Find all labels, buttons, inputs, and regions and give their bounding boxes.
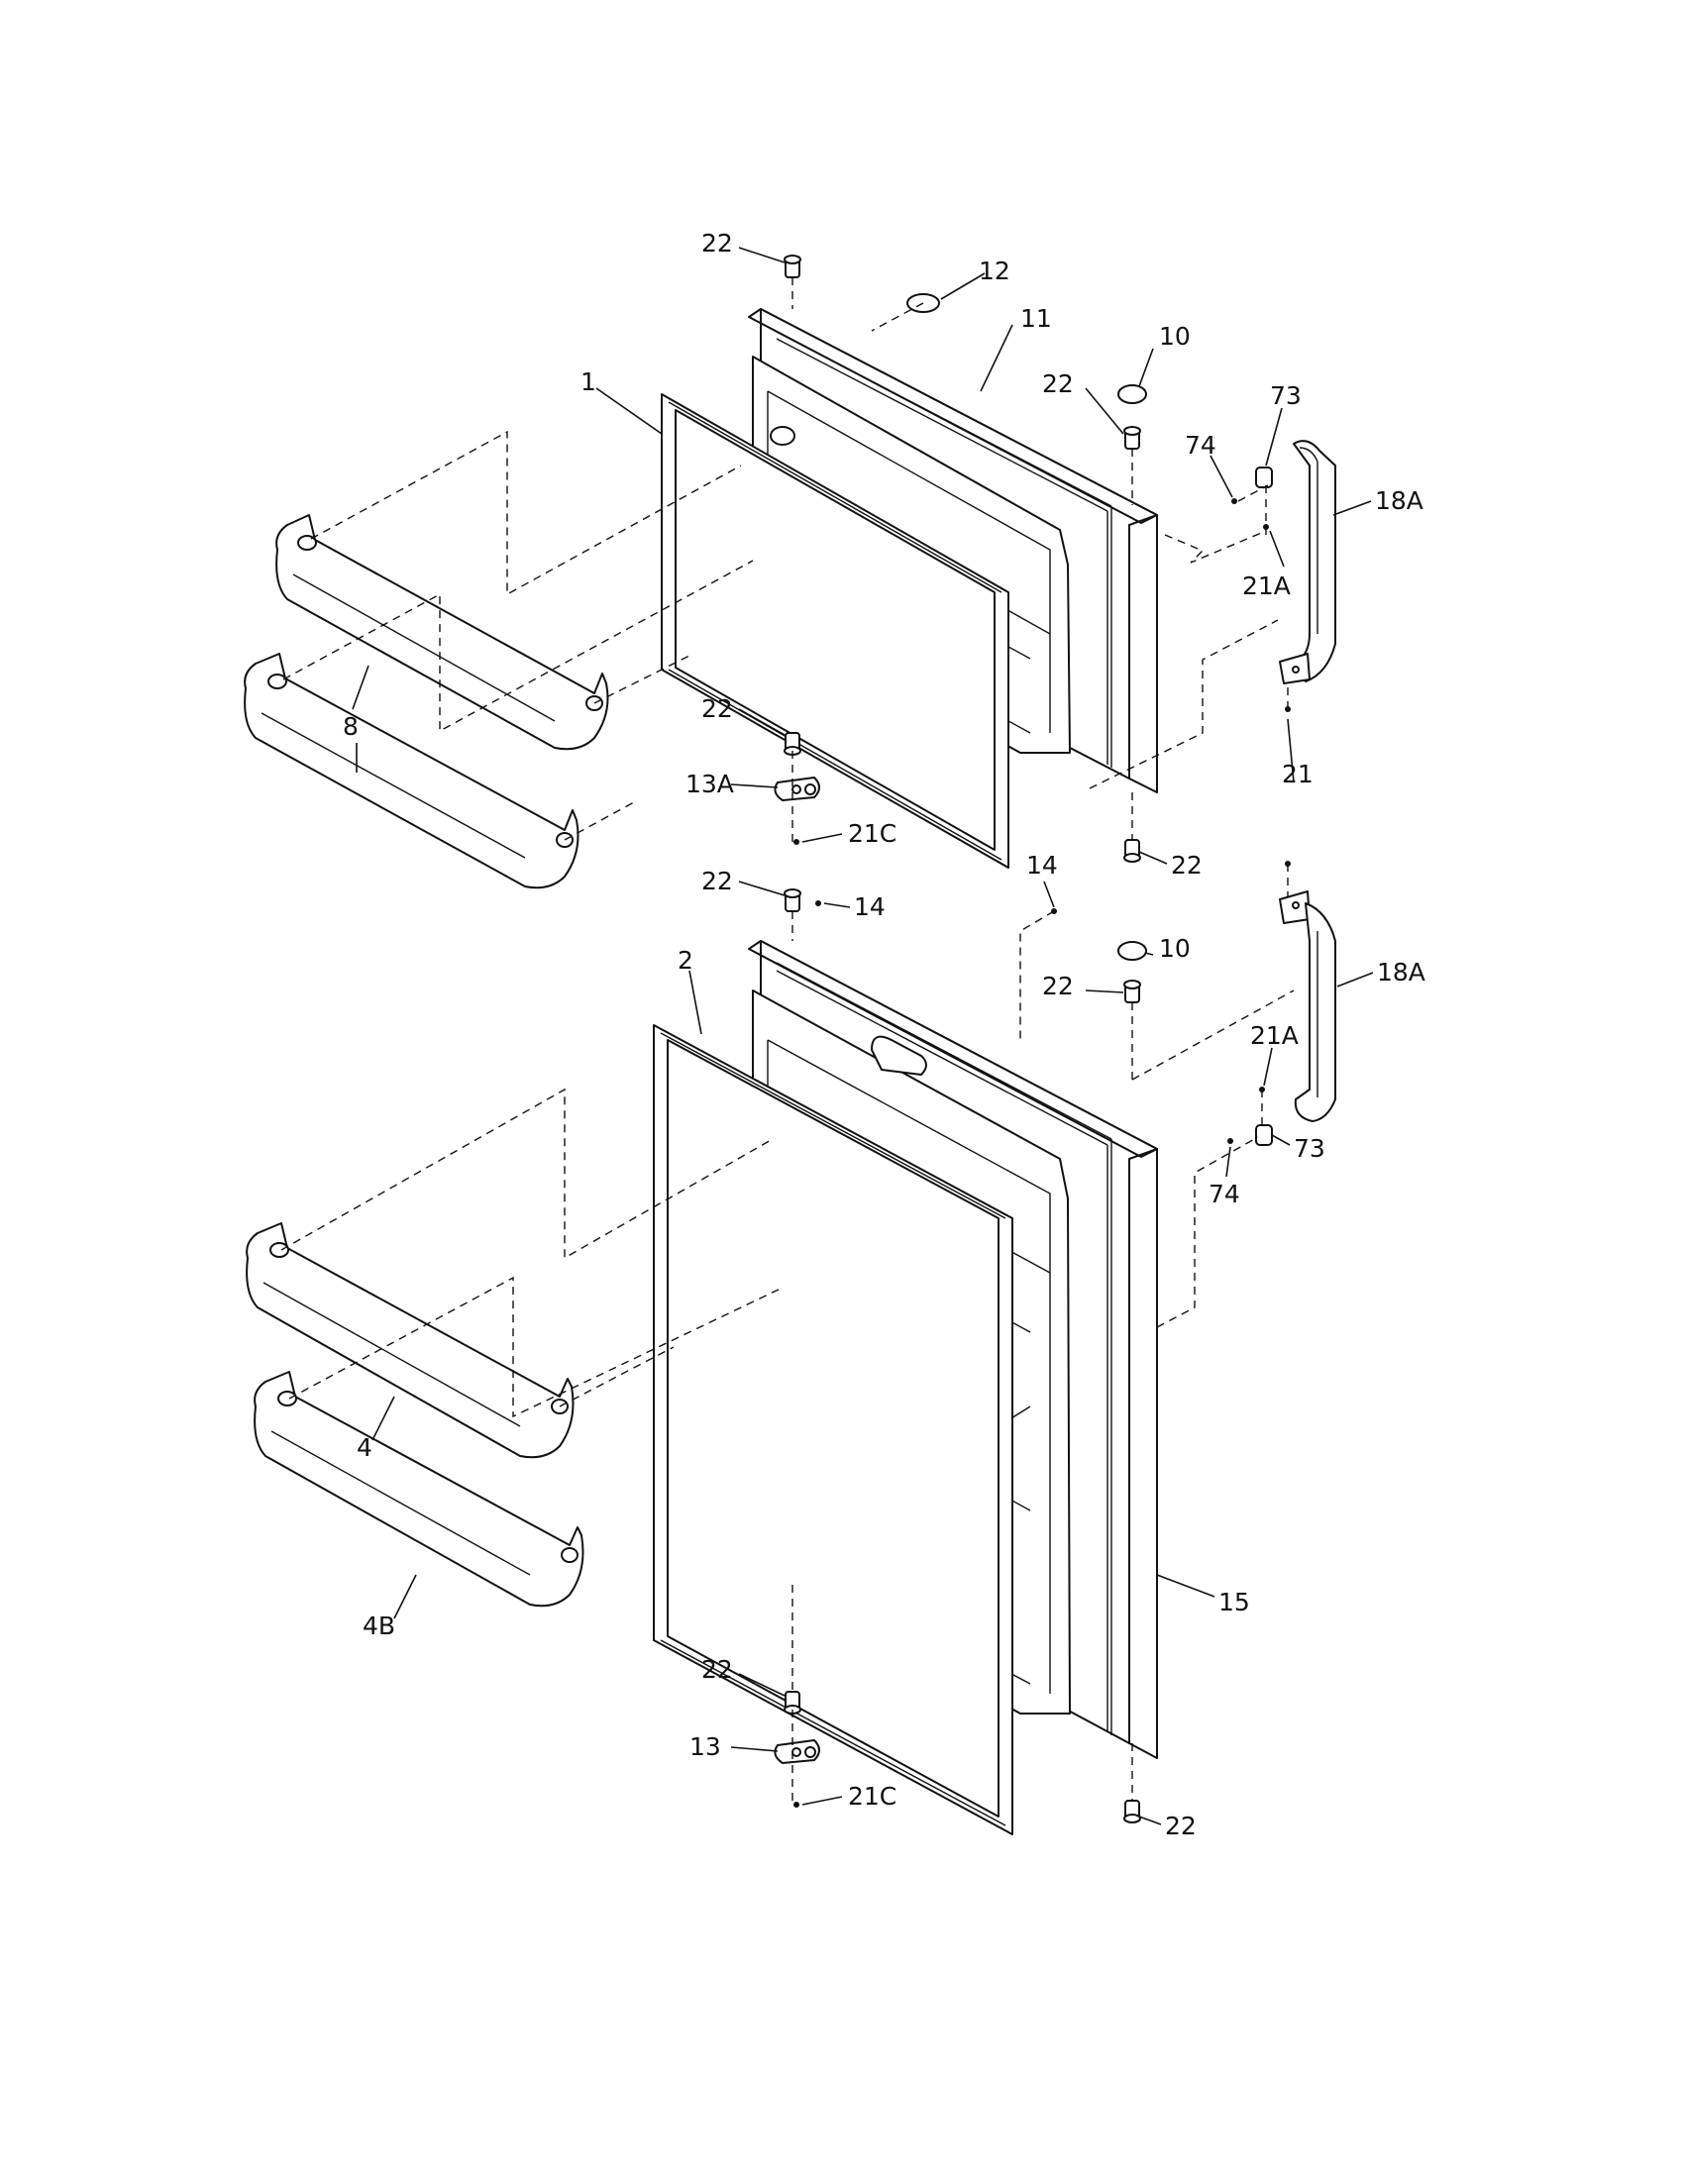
callout-22-top-left: 22 — [701, 229, 733, 258]
freezer-door-gasket — [661, 393, 1009, 869]
callout-21C-top: 21C — [848, 819, 896, 848]
callout-13: 13 — [689, 1732, 721, 1761]
freezer-hole-plug-10 — [1117, 384, 1147, 404]
fresh-food-door-shelf-4 — [246, 1222, 575, 1459]
fresh-food-bottom-hinge-pin-left — [784, 1691, 801, 1715]
callout-21A-top: 21A — [1242, 572, 1291, 600]
fresh-food-top-hinge-pin-right — [1123, 980, 1141, 1003]
freezer-door-shelf-upper — [275, 514, 609, 751]
callout-21A-bottom: 21A — [1250, 1021, 1299, 1050]
callout-73-bottom: 73 — [1294, 1134, 1325, 1163]
callout-22-bottom-right-top: 22 — [1042, 972, 1074, 1000]
callout-74-bottom: 74 — [1209, 1180, 1240, 1208]
freezer-top-hinge-pin-right — [1123, 426, 1141, 450]
callout-13A: 13A — [685, 770, 734, 798]
callout-21: 21 — [1282, 760, 1314, 788]
callout-74-top: 74 — [1185, 431, 1216, 460]
callout-15: 15 — [1218, 1588, 1250, 1616]
fresh-food-screw-74 — [1227, 1138, 1233, 1144]
callout-10-top: 10 — [1159, 322, 1191, 351]
callout-21C-bottom: 21C — [848, 1782, 896, 1811]
fresh-food-top-hinge-pin-left — [784, 888, 801, 912]
callout-11: 11 — [1020, 304, 1052, 333]
callout-labels: 22 12 11 10 22 1 73 74 18A 21A 8 22 13A … — [343, 229, 1425, 1840]
callout-73-top: 73 — [1270, 381, 1302, 410]
freezer-door-shelf-lower — [244, 653, 579, 889]
callout-18A-bottom: 18A — [1377, 958, 1425, 987]
callout-22-bottom-top: 22 — [701, 867, 733, 895]
callout-22-top-right: 22 — [1042, 369, 1074, 398]
callout-14-right: 14 — [1026, 851, 1058, 880]
callout-4: 4 — [357, 1433, 372, 1462]
callout-22-mid-left: 22 — [701, 694, 733, 723]
freezer-handle-end-cap-73 — [1255, 467, 1273, 488]
fresh-food-hole-plug-10 — [1117, 941, 1147, 961]
fresh-food-screw-21C — [793, 1802, 799, 1808]
assembly-lines — [280, 277, 1295, 1805]
fresh-food-screw-14-left — [815, 900, 821, 906]
callout-14-left: 14 — [854, 892, 886, 921]
freezer-screw-74 — [1231, 498, 1237, 504]
callout-8: 8 — [343, 712, 359, 741]
fresh-food-door-shelf-4B — [254, 1371, 584, 1608]
callout-2: 2 — [678, 946, 693, 975]
fresh-food-bottom-hinge-pin-right — [1123, 1800, 1141, 1823]
callout-4B: 4B — [363, 1612, 395, 1640]
fresh-food-handle-end-cap-73 — [1255, 1124, 1273, 1146]
fresh-food-hinge-13 — [774, 1739, 820, 1764]
callout-22-bottom-left: 22 — [701, 1655, 733, 1684]
callout-10-bottom: 10 — [1159, 934, 1191, 963]
freezer-bottom-hinge-pin-right — [1123, 839, 1141, 863]
freezer-hinge-13A — [774, 777, 820, 801]
callout-1: 1 — [580, 367, 596, 396]
callout-18A-top: 18A — [1375, 486, 1423, 515]
fresh-food-door-gasket — [653, 1024, 1013, 1835]
callout-12: 12 — [979, 257, 1010, 285]
callout-22-bottom-right: 22 — [1165, 1812, 1197, 1840]
fresh-food-handle-18A — [1279, 890, 1336, 1122]
freezer-handle-18A — [1279, 440, 1336, 684]
callout-22-mid-right: 22 — [1171, 851, 1203, 880]
leader-lines — [352, 247, 1374, 1825]
freezer-screw-21C — [793, 839, 799, 845]
freezer-top-hinge-pin-left — [784, 255, 801, 278]
